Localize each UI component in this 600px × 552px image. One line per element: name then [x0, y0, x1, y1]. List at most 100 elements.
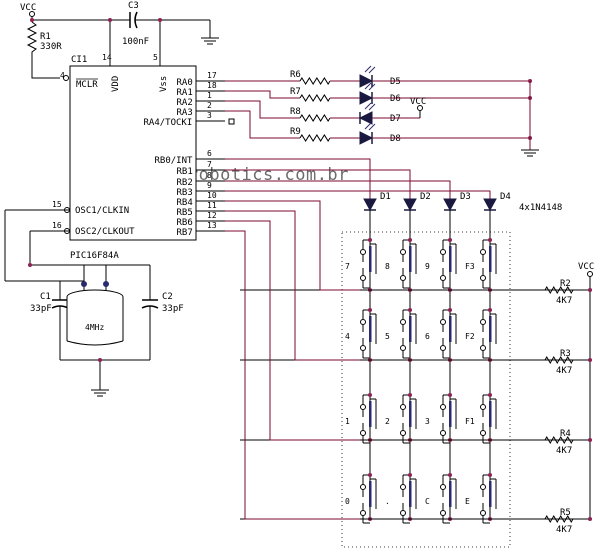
ground-symbol-osc: [91, 389, 109, 397]
node: [488, 238, 492, 242]
key-contact: [360, 510, 366, 516]
key-label-.[interactable]: .: [385, 497, 390, 506]
key-label-9[interactable]: 9: [425, 262, 430, 271]
key-label-3[interactable]: 3: [425, 417, 430, 426]
r1-value: 330R: [40, 42, 62, 52]
c2-value: 33pF: [162, 304, 184, 314]
ic-pin-number: 15: [52, 200, 62, 209]
key-plunger: [409, 481, 412, 507]
key-contact: [440, 319, 446, 325]
ic-pin-number: 17: [207, 71, 217, 80]
resistor-label: R9: [290, 127, 301, 137]
wire: [368, 83, 376, 91]
node: [408, 473, 412, 477]
key-plunger: [369, 316, 372, 342]
diode-D3: [443, 198, 457, 212]
key-plunger: [489, 316, 492, 342]
key-plunger: [409, 401, 412, 427]
key-label-E[interactable]: E: [465, 497, 470, 506]
key-label-2[interactable]: 2: [385, 417, 390, 426]
key-label-6[interactable]: 6: [425, 332, 430, 341]
key-label-1[interactable]: 1: [345, 417, 350, 426]
key-contact: [360, 484, 366, 490]
wire: [368, 103, 376, 111]
resistor-R8: [299, 114, 331, 122]
node: [28, 263, 32, 267]
node: [408, 238, 412, 242]
ic-pin-name: RB4: [177, 198, 193, 208]
vcc-terminal-right: [587, 271, 593, 277]
wire: [225, 110, 300, 139]
node: [448, 473, 452, 477]
ic-pin-name: RA0: [177, 78, 193, 88]
pullup-name: R5: [560, 508, 571, 518]
key-label-F2[interactable]: F2: [465, 332, 475, 341]
wire: [225, 90, 300, 99]
resistor-label: R7: [290, 87, 301, 97]
key-label-7[interactable]: 7: [345, 262, 350, 271]
wire: [364, 122, 372, 130]
ic-pin-name: RA1: [177, 88, 193, 98]
key-label-5[interactable]: 5: [385, 332, 390, 341]
resistor-label: R6: [290, 70, 301, 80]
node: [588, 358, 592, 362]
key-plunger: [369, 481, 372, 507]
led-label: D5: [390, 77, 401, 87]
c1-name: C1: [40, 292, 51, 302]
keypad-4x4: 7 8 9 F3 4 5 6 F2 1 2 3 F1 0. C E: [225, 200, 590, 524]
node: [448, 393, 452, 397]
key-contact: [400, 484, 406, 490]
resistor-R7: [299, 94, 331, 102]
led-label: D6: [390, 94, 401, 104]
key-plunger: [489, 401, 492, 427]
wire: [225, 230, 360, 520]
led-D8: [359, 131, 374, 145]
oscillator-section: C1 33pF C2 33pF 4MHz: [4, 209, 184, 397]
node: [108, 18, 112, 22]
key-contact: [440, 345, 446, 351]
key-plunger: [449, 401, 452, 427]
ic-pin-number: 12: [207, 211, 217, 220]
key-contact: [440, 275, 446, 281]
diode-D1: [363, 198, 377, 212]
key-contact: [400, 345, 406, 351]
pullup-resistor-R3: [544, 356, 574, 364]
pullup-value: 4K7: [556, 525, 572, 535]
diode-label: D1: [380, 192, 391, 202]
node: [408, 393, 412, 397]
mclr-pin-num: 4: [60, 71, 65, 80]
node: [588, 517, 592, 521]
node: [368, 238, 372, 242]
resistor-R9: [299, 134, 331, 142]
pullup-name: R2: [560, 279, 571, 289]
key-label-8[interactable]: 8: [385, 262, 390, 271]
wire: [364, 82, 372, 90]
resistor-label: R8: [290, 107, 301, 117]
key-label-F3[interactable]: F3: [465, 262, 475, 271]
node: [368, 393, 372, 397]
ic-pin-number: 9: [207, 181, 212, 190]
keypad-outline: [341, 231, 511, 548]
ic-pin-name: OSC1/CLKIN: [75, 206, 129, 216]
node: [98, 358, 102, 362]
ic-pin-number: 11: [207, 201, 217, 210]
vcc-terminal: [29, 11, 35, 17]
key-label-0[interactable]: 0: [345, 497, 350, 506]
ic-pin-name: RB3: [177, 188, 193, 198]
ic-pin-name: RB5: [177, 208, 193, 218]
pullup-resistor-R4: [544, 436, 574, 444]
key-label-4[interactable]: 4: [345, 332, 350, 341]
ic-pin-name: RA2: [177, 98, 193, 108]
key-plunger: [489, 246, 492, 272]
ic-pin-name: RB0/INT: [155, 156, 194, 166]
vcc-label-led: VCC: [410, 97, 426, 107]
key-label-F1[interactable]: F1: [465, 417, 475, 426]
pullup-value: 4K7: [556, 446, 572, 456]
key-contact: [400, 319, 406, 325]
r1-name: R1: [40, 32, 51, 42]
ground-symbol-top: [201, 37, 219, 45]
key-label-C[interactable]: C: [425, 497, 430, 506]
diode-label: D2: [420, 192, 431, 202]
mclr-label: MCLR: [76, 80, 98, 90]
